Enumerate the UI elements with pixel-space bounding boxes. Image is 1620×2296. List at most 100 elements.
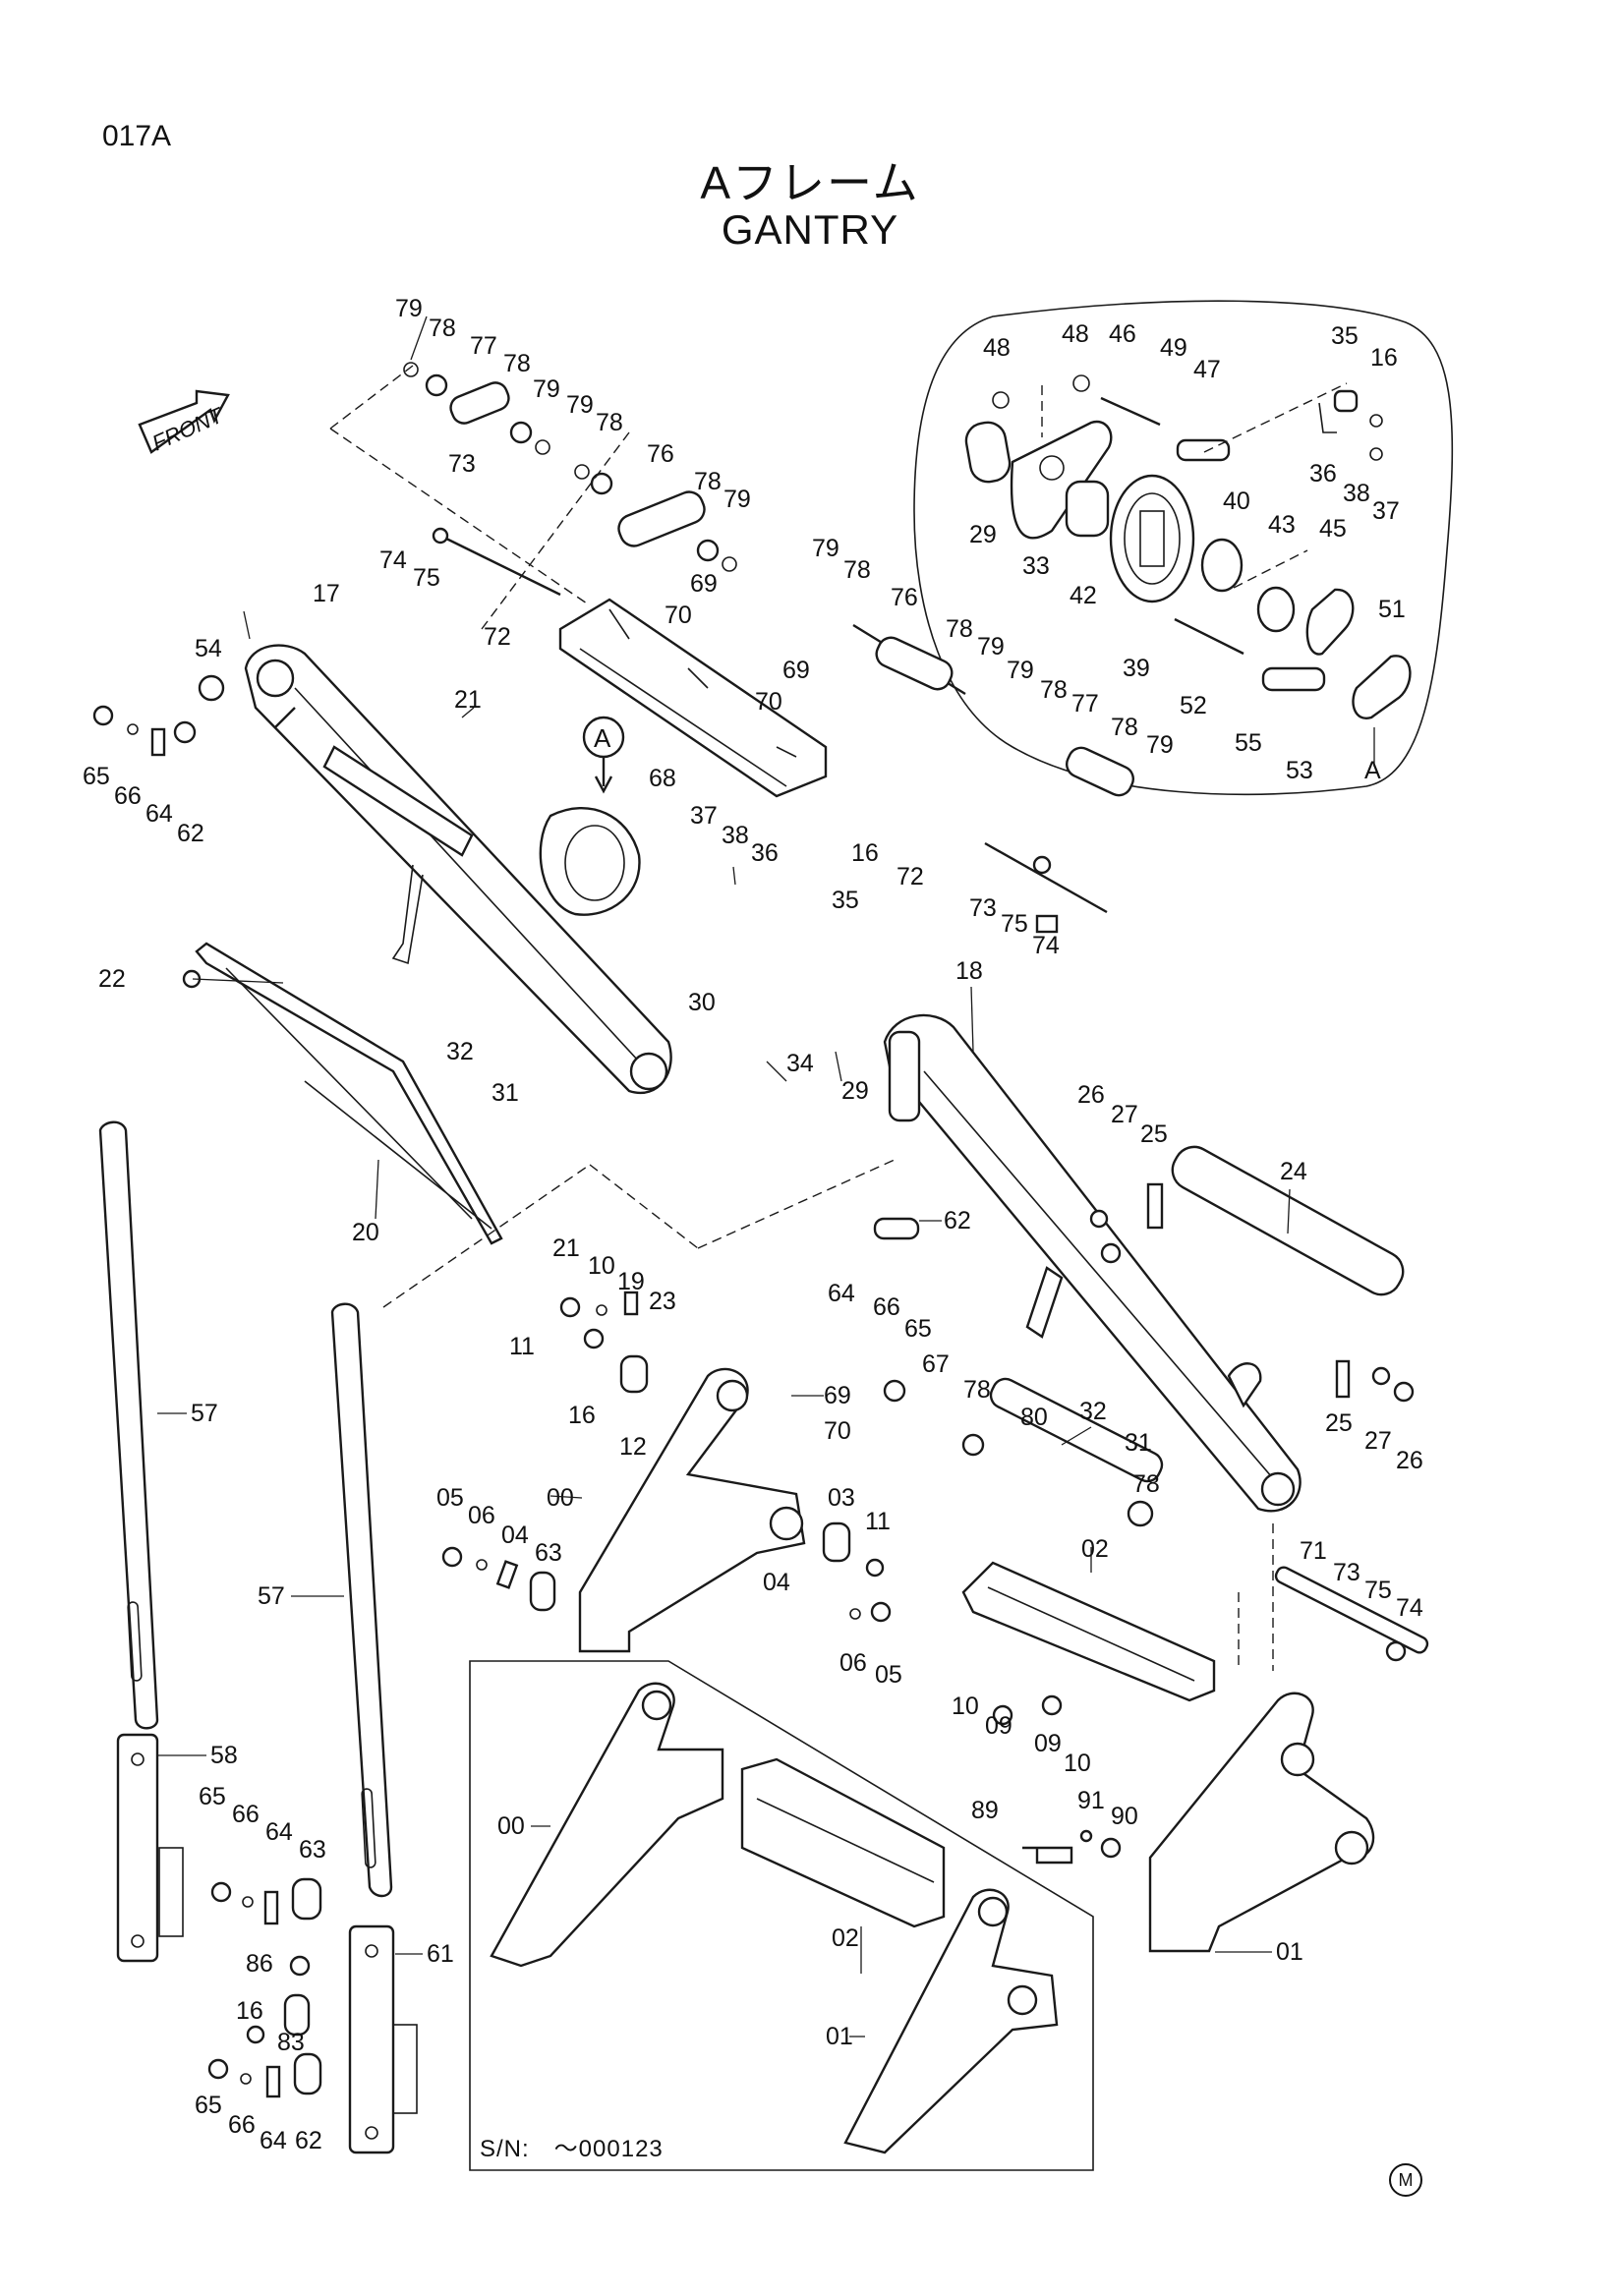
callout: 32 <box>446 1038 474 1065</box>
svg-text:62: 62 <box>295 2127 322 2154</box>
svg-text:39: 39 <box>1123 655 1150 682</box>
callout: 78 <box>946 615 973 643</box>
detail-a-marker: A <box>582 716 625 794</box>
callout: 31 <box>1125 1429 1152 1457</box>
channel-pieces <box>116 1733 418 2154</box>
callout: 05 <box>875 1661 902 1689</box>
callout: 47 <box>1193 356 1221 383</box>
callout: 06 <box>468 1502 495 1529</box>
callout: 00 <box>497 1812 525 1840</box>
svg-text:49: 49 <box>1160 334 1187 362</box>
svg-text:71: 71 <box>1300 1537 1327 1565</box>
svg-text:64: 64 <box>828 1280 855 1307</box>
callout: 66 <box>873 1293 900 1321</box>
svg-text:29: 29 <box>841 1077 869 1105</box>
callout: 39 <box>1123 655 1150 682</box>
svg-text:66: 66 <box>228 2111 256 2139</box>
svg-text:78: 78 <box>429 315 456 342</box>
callout: 22 <box>98 965 126 993</box>
svg-text:65: 65 <box>199 1783 226 1810</box>
callout: 72 <box>897 863 924 890</box>
callout: 78 <box>429 315 456 342</box>
callout: 43 <box>1268 511 1296 539</box>
callout: 09 <box>1034 1730 1062 1757</box>
callout: 64 <box>265 1818 293 1846</box>
svg-text:74: 74 <box>1032 932 1060 959</box>
svg-text:66: 66 <box>873 1293 900 1321</box>
callout: 25 <box>1325 1409 1353 1437</box>
callout: 66 <box>232 1801 260 1828</box>
svg-text:63: 63 <box>535 1539 562 1567</box>
callout: 16 <box>1370 344 1398 372</box>
svg-text:62: 62 <box>944 1207 971 1234</box>
callout: 48 <box>983 334 1011 362</box>
callout: 90 <box>1111 1803 1138 1830</box>
callout: 80 <box>1020 1404 1048 1431</box>
detail-a-outline <box>913 300 1454 796</box>
svg-text:03: 03 <box>828 1484 855 1512</box>
callout: 01 <box>1276 1938 1303 1966</box>
svg-text:73: 73 <box>1333 1559 1360 1586</box>
svg-text:70: 70 <box>665 602 692 629</box>
callout: 20 <box>352 1219 379 1246</box>
callout: 74 <box>379 546 407 574</box>
callout: 36 <box>1309 460 1337 488</box>
callout: 06 <box>839 1649 867 1677</box>
svg-text:05: 05 <box>875 1661 902 1689</box>
callout: 09 <box>985 1712 1012 1740</box>
page-code: 017A <box>102 120 172 152</box>
svg-text:78: 78 <box>596 409 623 436</box>
callout: 69 <box>782 657 810 684</box>
callout: 11 <box>509 1333 535 1360</box>
callout: 33 <box>1022 552 1050 580</box>
callout: 27 <box>1111 1101 1138 1128</box>
callout: 65 <box>195 2092 222 2119</box>
svg-text:74: 74 <box>379 546 407 574</box>
callout: 72 <box>484 623 511 651</box>
callout: 35 <box>832 887 859 914</box>
right-boom <box>883 1013 1302 1513</box>
left-side-plate <box>195 942 503 1245</box>
svg-text:05: 05 <box>436 1484 464 1512</box>
svg-text:10: 10 <box>952 1693 979 1720</box>
svg-text:54: 54 <box>195 635 222 662</box>
callout: 79 <box>977 633 1005 660</box>
svg-text:45: 45 <box>1319 515 1347 543</box>
callout: 24 <box>1280 1158 1307 1185</box>
callout: 30 <box>688 989 716 1016</box>
svg-text:01: 01 <box>1276 1938 1303 1966</box>
svg-text:23: 23 <box>649 1288 676 1315</box>
callout: 78 <box>1040 676 1068 704</box>
callout: 65 <box>904 1315 932 1343</box>
callout: 10 <box>952 1693 979 1720</box>
svg-text:10: 10 <box>1064 1750 1091 1777</box>
callout: 18 <box>955 957 983 985</box>
callout: 29 <box>969 521 997 548</box>
callout: 17 <box>313 580 340 607</box>
callout: 38 <box>1343 480 1370 507</box>
svg-text:40: 40 <box>1223 488 1250 515</box>
callout: 10 <box>588 1252 615 1280</box>
svg-text:10: 10 <box>588 1252 615 1280</box>
callout: 78 <box>596 409 623 436</box>
svg-text:37: 37 <box>690 802 718 830</box>
callout: 21 <box>454 686 482 714</box>
callout: 70 <box>755 688 782 716</box>
svg-text:74: 74 <box>1396 1594 1423 1622</box>
callout: 79 <box>533 375 560 403</box>
svg-text:26: 26 <box>1396 1447 1423 1474</box>
callout: 70 <box>824 1417 851 1445</box>
callout: 64 <box>260 2127 287 2154</box>
callout: 79 <box>1007 657 1034 684</box>
callout: 91 <box>1077 1787 1105 1814</box>
svg-text:72: 72 <box>897 863 924 890</box>
svg-text:00: 00 <box>497 1812 525 1840</box>
svg-text:64: 64 <box>265 1818 293 1846</box>
svg-text:12: 12 <box>619 1433 647 1461</box>
svg-text:04: 04 <box>501 1521 529 1549</box>
callout: 79 <box>566 391 594 419</box>
callout: 77 <box>1071 690 1099 718</box>
callout: 26 <box>1077 1081 1105 1109</box>
svg-text:76: 76 <box>647 440 674 468</box>
svg-text:04: 04 <box>763 1569 790 1596</box>
